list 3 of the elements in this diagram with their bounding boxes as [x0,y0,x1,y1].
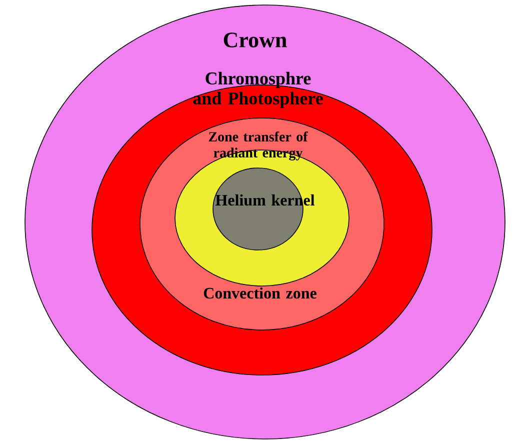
ring-label: Convection zone [204,287,316,299]
ring-label: Crown [224,32,287,48]
ring-label: Chromosphre and Photosphere [193,72,323,108]
